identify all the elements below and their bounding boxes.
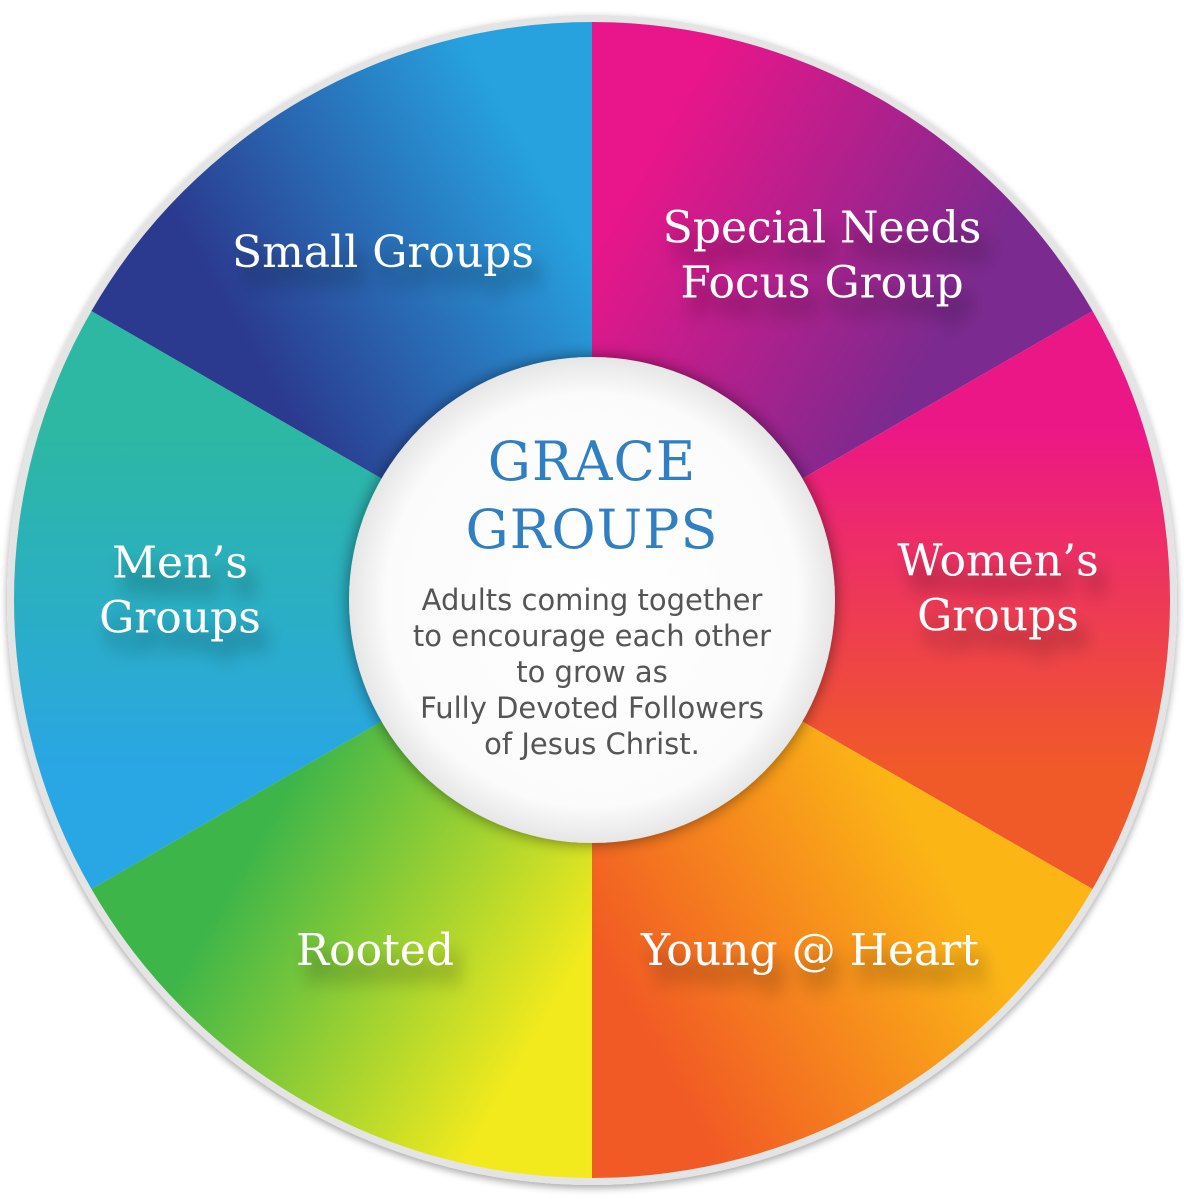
segment-label-rooted: Rooted bbox=[296, 925, 454, 976]
segment-label-mens-groups: Men’s bbox=[112, 538, 248, 589]
segment-label-special-needs: Special Needs bbox=[663, 203, 982, 254]
center-description-line: Adults coming together bbox=[422, 583, 763, 617]
segment-label-special-needs: Focus Group bbox=[680, 258, 963, 309]
center-circle bbox=[349, 357, 835, 843]
segment-label-mens-groups: Groups bbox=[99, 593, 261, 644]
center-description-line: of Jesus Christ. bbox=[484, 727, 700, 761]
center-title-line2: GROUPS bbox=[466, 498, 719, 561]
center-title-line1: GRACE bbox=[488, 430, 697, 493]
segment-mens-groups bbox=[13, 311, 592, 889]
center-description-line: Fully Devoted Followers bbox=[420, 691, 764, 725]
segment-label-young-at-heart: Young @ Heart bbox=[640, 925, 979, 976]
segment-label-womens-groups: Groups bbox=[917, 591, 1079, 642]
segment-label-small-groups: Small Groups bbox=[232, 227, 534, 278]
segment-womens-groups bbox=[592, 311, 1171, 889]
center-description-line: to encourage each other bbox=[413, 619, 771, 653]
segment-label-womens-groups: Women’s bbox=[897, 536, 1098, 587]
center-description-line: to grow as bbox=[516, 655, 668, 689]
